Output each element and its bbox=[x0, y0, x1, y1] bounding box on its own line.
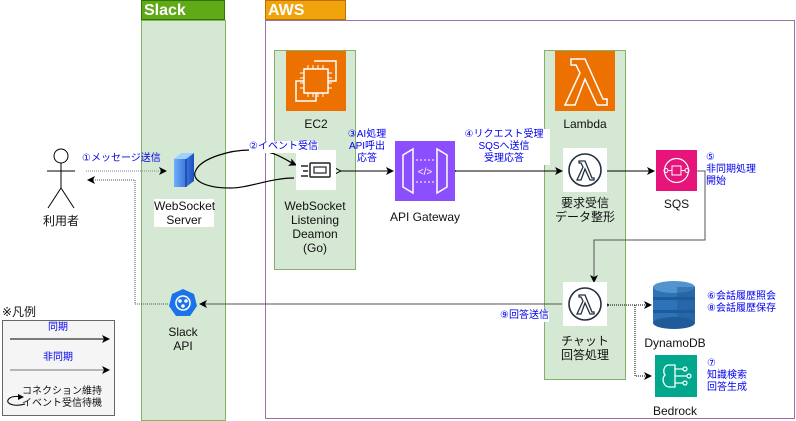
chat-lambda-label: チャット 回答処理 bbox=[560, 334, 609, 362]
legend-loop-icon bbox=[7, 394, 26, 406]
step-4-label: ④リクエスト受理 SQSへ送信 受理応答 bbox=[458, 129, 550, 165]
step-2-label: ②イベント受信 bbox=[249, 141, 318, 153]
arrow-slackapi-to-user bbox=[87, 176, 168, 305]
legend-title: ※凡例 bbox=[2, 305, 37, 319]
ec2-icon bbox=[286, 51, 346, 111]
api-gateway-label: API Gateway bbox=[389, 210, 461, 224]
step-3-label: ③AI処理 API呼出 応答 bbox=[347, 129, 387, 164]
user-icon bbox=[47, 148, 75, 209]
lambda-label: Lambda bbox=[563, 117, 607, 131]
step-6-8-label: ⑥会話履歴照会 ⑧会話履歴保存 bbox=[707, 291, 776, 314]
lambda-icon bbox=[555, 51, 615, 111]
daemon-label: WebSocket Listening Deamon (Go) bbox=[284, 199, 346, 255]
legend-async-label: 非同期 bbox=[43, 352, 73, 363]
server-icon bbox=[174, 153, 194, 187]
legend-sync-arrow bbox=[10, 335, 110, 343]
legend-sync-label: 同期 bbox=[48, 322, 68, 333]
dynamodb-icon bbox=[653, 281, 695, 329]
bedrock-label: Bedrock bbox=[652, 404, 698, 418]
step-9-label: ⑨回答送信 bbox=[500, 310, 549, 322]
legend-async-arrow bbox=[10, 366, 110, 374]
slack-api-label: Slack API bbox=[168, 325, 198, 353]
user-label: 利用者 bbox=[42, 214, 79, 228]
aws-group bbox=[265, 20, 795, 419]
daemon-icon bbox=[296, 150, 336, 190]
svg-text:</>: </> bbox=[418, 167, 433, 178]
api-gateway-icon: </> bbox=[395, 141, 455, 201]
request-lambda-label: 要求受信 データ整形 bbox=[554, 196, 615, 224]
sqs-icon bbox=[656, 150, 697, 191]
loop-ws-to-daemon bbox=[194, 149, 297, 189]
bedrock-icon bbox=[655, 355, 697, 397]
arrow-sqs-to-chat bbox=[590, 170, 706, 283]
arrow-chat-bedrock bbox=[634, 305, 652, 380]
step-7-label: ⑦ 知識検索 回答生成 bbox=[707, 358, 747, 393]
legend-box bbox=[2, 320, 115, 416]
sqs-label: SQS bbox=[663, 197, 690, 211]
dynamodb-label: DynamoDB bbox=[644, 336, 706, 350]
websocket-server-label: WebSocket Server bbox=[154, 199, 216, 227]
aws-group-header: AWS bbox=[265, 0, 346, 20]
slack-api-icon bbox=[169, 289, 197, 316]
slack-group-header: Slack bbox=[141, 0, 225, 20]
legend-loop-label: コネクション維持 イベント受信待機 bbox=[22, 386, 102, 409]
step-1-label: ①メッセージ送信 bbox=[82, 153, 161, 164]
lambda-function-icon bbox=[563, 148, 607, 192]
step-5-label: ⑤ 非同期処理 開始 bbox=[706, 152, 756, 187]
lambda-function-icon bbox=[563, 282, 607, 326]
ec2-label: EC2 bbox=[304, 117, 328, 131]
